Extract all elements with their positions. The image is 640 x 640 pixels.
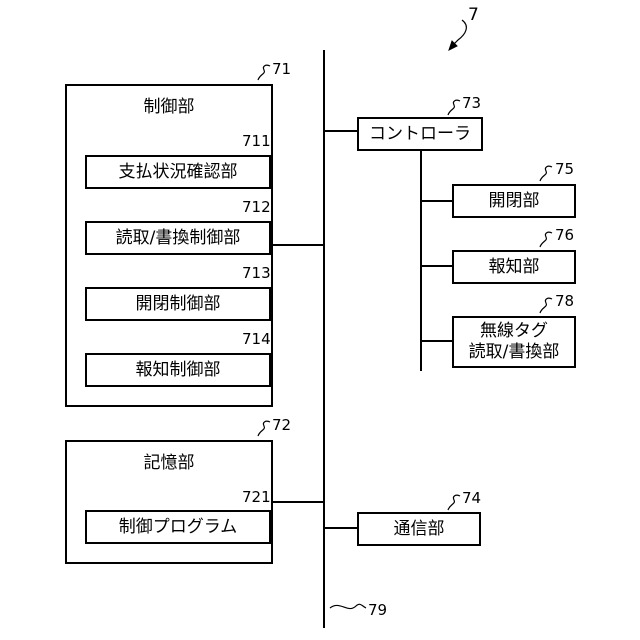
controller-box: コントローラ	[357, 117, 483, 151]
notification-unit-label: 報知部	[489, 257, 540, 278]
communication-unit-box: 通信部	[357, 512, 481, 546]
bus-ref: 79	[368, 601, 387, 619]
communication-unit-ref: 74	[462, 489, 481, 507]
rfid-read-write-unit-label-line1: 無線タグ	[480, 321, 548, 342]
open-close-control-box: 開閉制御部	[85, 287, 271, 321]
controller-ref: 73	[462, 94, 481, 112]
open-close-control-ref: 713	[242, 264, 271, 282]
open-close-unit-ref: 75	[555, 160, 574, 178]
read-write-control-label: 読取/書換制御部	[116, 228, 241, 249]
notification-control-label: 報知制御部	[136, 360, 221, 381]
storage-unit-ref: 72	[272, 416, 291, 434]
control-unit-label: 制御部	[67, 96, 271, 118]
open-close-unit-box: 開閉部	[452, 184, 576, 218]
control-program-box: 制御プログラム	[85, 510, 271, 544]
open-close-unit-label: 開閉部	[489, 191, 540, 212]
control-program-ref: 721	[242, 488, 271, 506]
rfid-read-write-unit-box: 無線タグ 読取/書換部	[452, 316, 576, 368]
rfid-read-write-unit-label-line2: 読取/書換部	[469, 342, 560, 363]
payment-status-check-label: 支払状況確認部	[119, 162, 238, 183]
notification-unit-ref: 76	[555, 226, 574, 244]
storage-unit-label: 記憶部	[67, 452, 271, 474]
rfid-read-write-unit-ref: 78	[555, 292, 574, 310]
controller-label: コントローラ	[369, 124, 471, 145]
notification-unit-box: 報知部	[452, 250, 576, 284]
read-write-control-box: 読取/書換制御部	[85, 221, 271, 255]
figure-number: 7	[468, 6, 479, 24]
read-write-control-ref: 712	[242, 198, 271, 216]
payment-status-check-box: 支払状況確認部	[85, 155, 271, 189]
notification-control-ref: 714	[242, 330, 271, 348]
notification-control-box: 報知制御部	[85, 353, 271, 387]
payment-status-check-ref: 711	[242, 132, 271, 150]
communication-unit-label: 通信部	[394, 519, 445, 540]
control-unit-ref: 71	[272, 60, 291, 78]
open-close-control-label: 開閉制御部	[136, 294, 221, 315]
control-program-label: 制御プログラム	[119, 517, 238, 538]
